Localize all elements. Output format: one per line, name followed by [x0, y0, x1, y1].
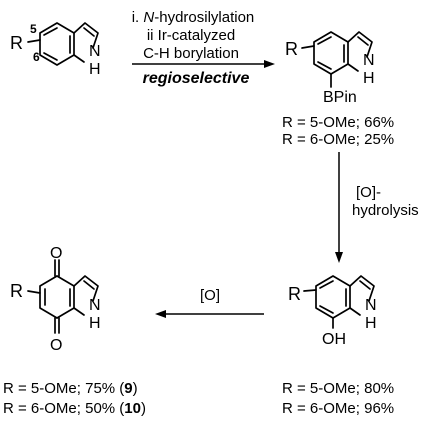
borylated-indole: R N H BPin R = 5-OMe; 66% R = 6-OMe; 25% — [282, 31, 394, 148]
step1-conditions: i. N-hydrosilylation ii Ir-catalyzed C-H… — [132, 9, 275, 87]
borylated-n-atom: N — [363, 52, 375, 69]
indole-starting-material: R 5 6 N H — [10, 22, 101, 78]
borylated-yield-6-ome: R = 6-OMe; 25% — [282, 131, 394, 148]
borylated-n-hydrogen: H — [363, 70, 375, 87]
step2-conditions: [O]- hydrolysis — [335, 152, 419, 263]
hydroxy-yield-6-ome: R = 6-OMe; 96% — [282, 400, 394, 417]
quinone-yield-6-ome: R = 6-OMe; 50% (10) — [3, 400, 146, 417]
step2-line1: [O]- — [356, 184, 381, 201]
quinone-n-hydrogen: H — [89, 315, 101, 332]
hydroxy-n-hydrogen: H — [365, 315, 377, 332]
step2-arrowhead — [335, 252, 343, 263]
step2-line2: hydrolysis — [352, 202, 419, 219]
borylated-r-group: R — [285, 39, 298, 59]
indole-n-hydrogen: H — [89, 61, 101, 78]
step3-arrowhead — [155, 310, 166, 318]
quinone-n-atom: N — [89, 297, 101, 314]
step3-conditions: [O] — [155, 287, 264, 318]
indole-n-atom: N — [89, 43, 101, 60]
step1-arrowhead — [264, 60, 275, 68]
indole-position-6: 6 — [33, 50, 40, 64]
step3-label: [O] — [200, 287, 220, 304]
step1-line2: ii Ir-catalyzed — [147, 27, 235, 44]
quinone-yield-5-ome: R = 5-OMe; 75% (9) — [3, 380, 138, 397]
quinone-top-oxygen: O — [50, 245, 62, 262]
indole-quinone: O O R N H R = 5-OMe; 75% (9) R = 6-OMe; … — [3, 245, 146, 417]
hydroxy-n-atom: N — [365, 297, 377, 314]
step1-line3: C-H borylation — [143, 45, 239, 62]
step1-regioselective: regioselective — [143, 70, 250, 87]
hydroxy-r-group: R — [288, 284, 301, 304]
hydroxy-indole: R N H OH R = 5-OMe; 80% R = 6-OMe; 96% — [282, 275, 394, 417]
quinone-bottom-oxygen: O — [50, 337, 62, 354]
quinone-r-group: R — [10, 281, 23, 301]
hydroxy-substituent: OH — [322, 331, 346, 348]
indole-position-5: 5 — [30, 22, 37, 36]
borylated-yield-5-ome: R = 5-OMe; 66% — [282, 114, 394, 131]
indole-r-group: R — [10, 33, 23, 53]
step1-line1: i. N-hydrosilylation — [132, 9, 255, 26]
borylated-substituent: BPin — [323, 89, 357, 106]
hydroxy-yield-5-ome: R = 5-OMe; 80% — [282, 380, 394, 397]
